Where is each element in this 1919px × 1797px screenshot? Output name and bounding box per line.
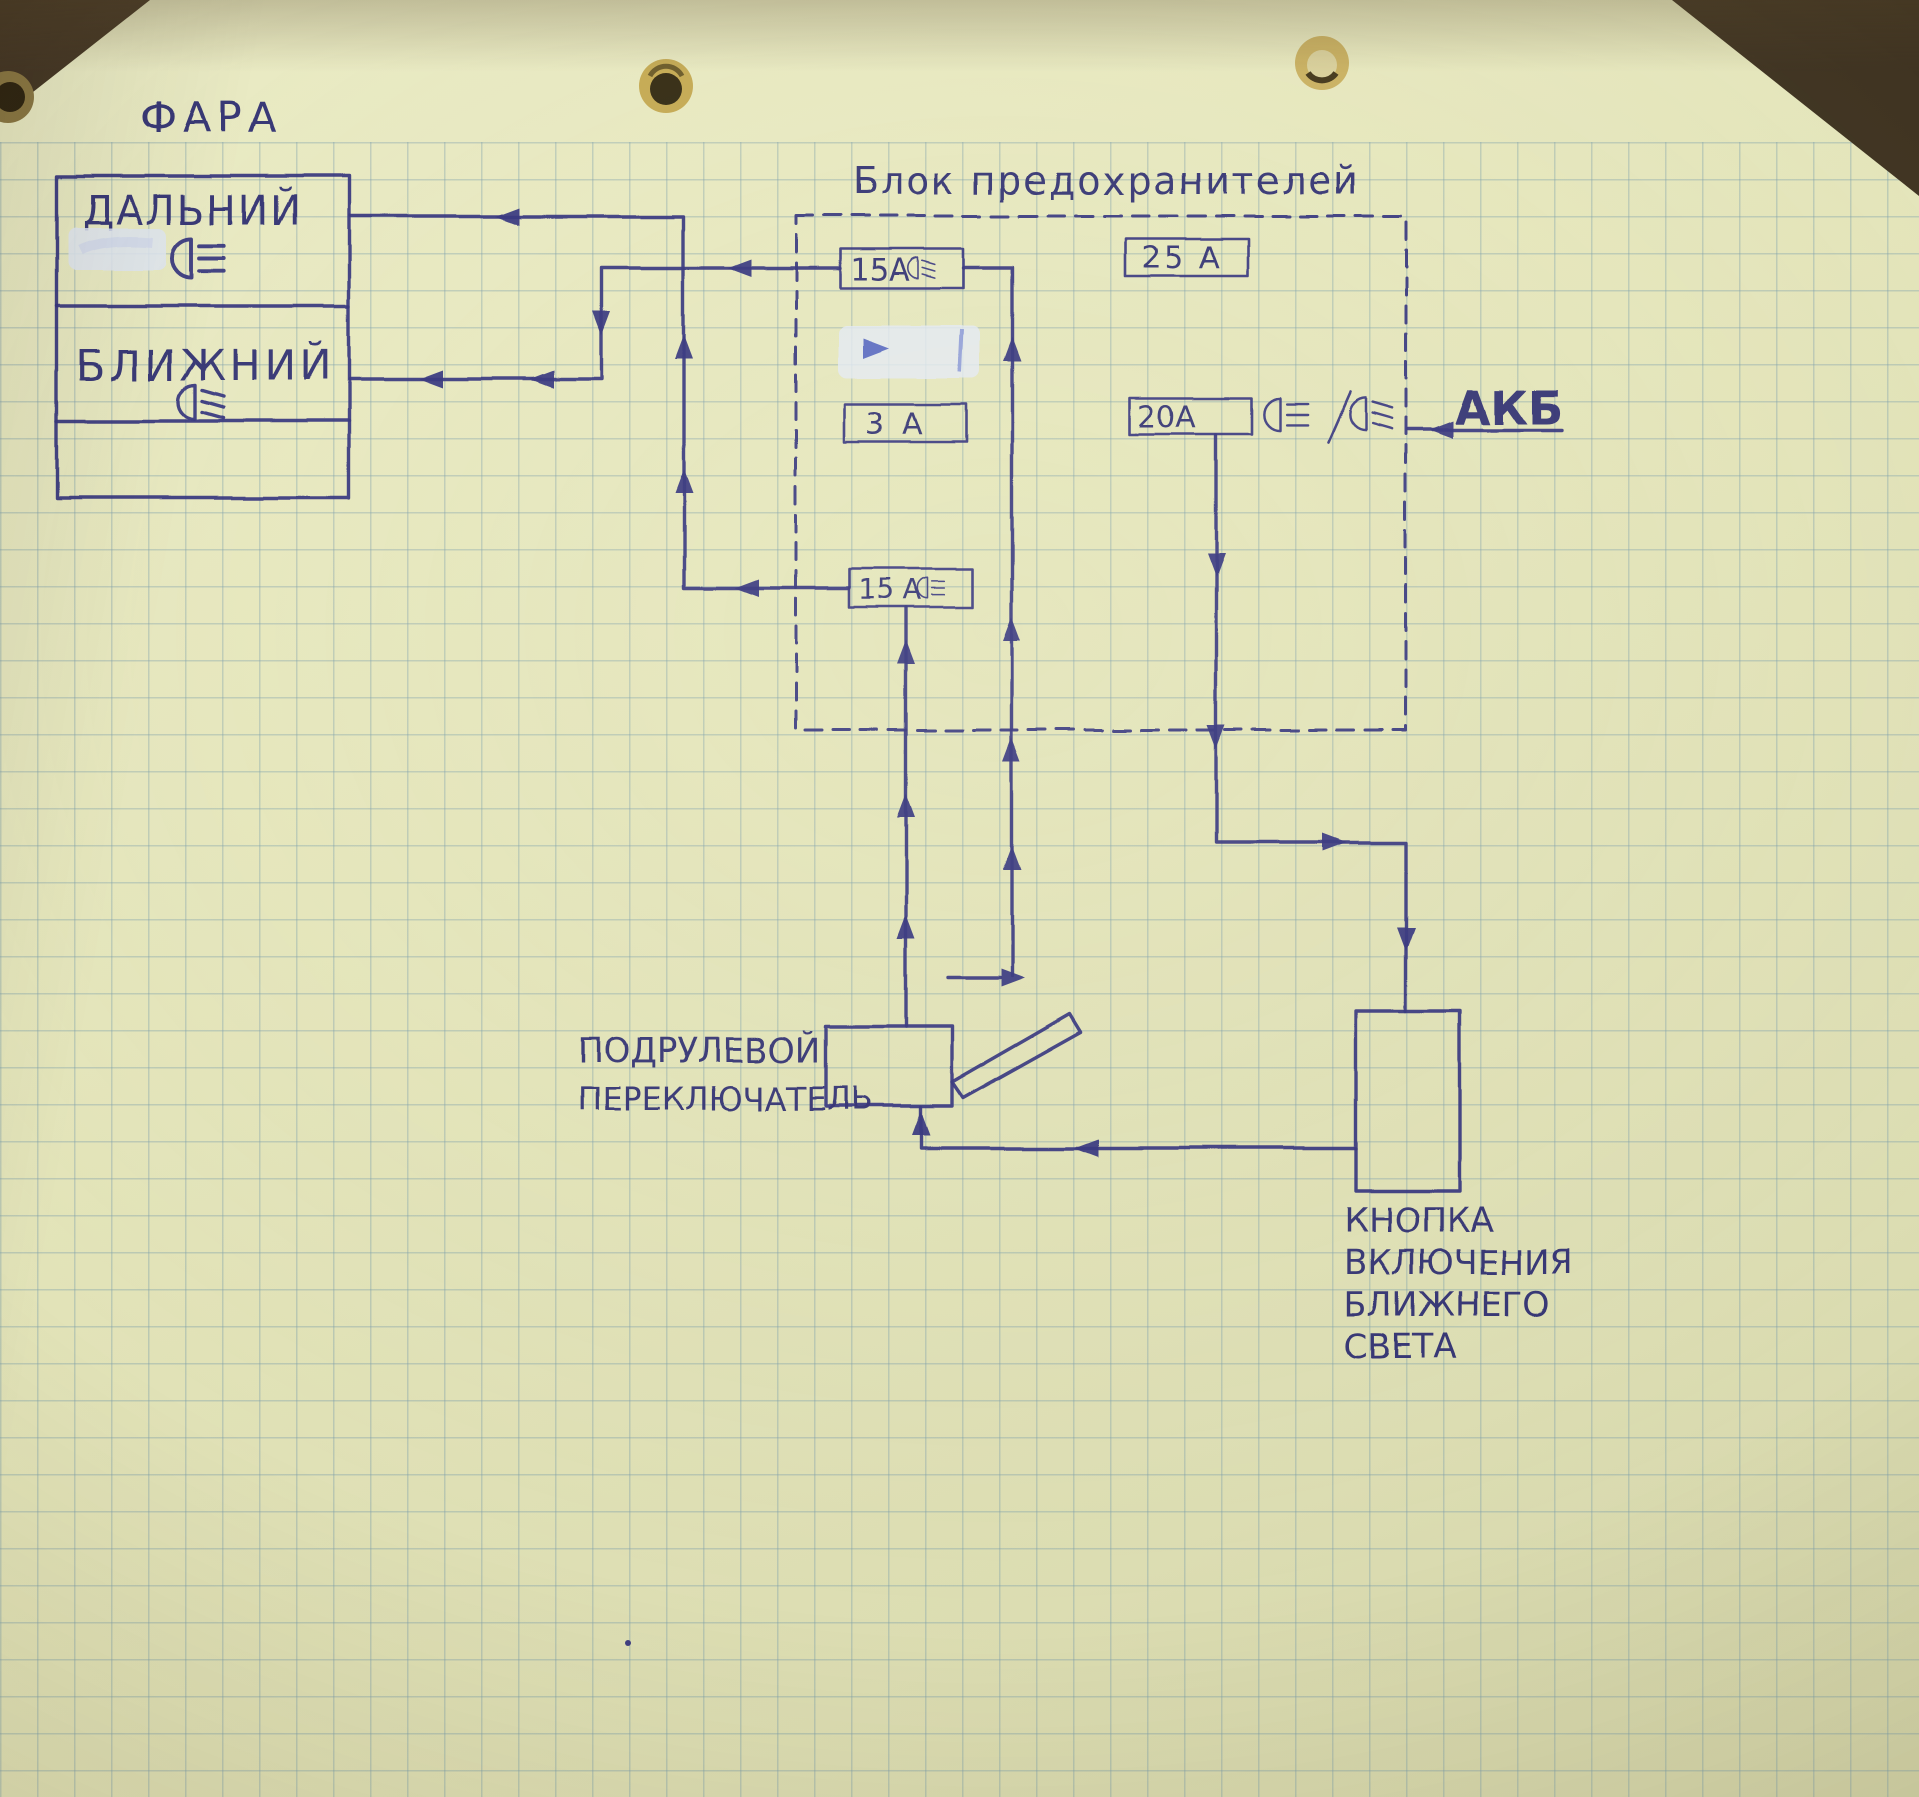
arrowhead [1003,847,1021,871]
column-switch-box [824,1024,954,1108]
arrowhead [1323,833,1347,851]
fuse-block-dashed-outline [794,214,1408,732]
whiteout-patch-headlamp [68,228,166,270]
pen-remnant-arrow [862,339,888,359]
low-beam-label: БЛИЖНИЙ [76,340,335,390]
switch-lever [950,1012,1083,1100]
low-beam-button-label: КНОПКА ВКЛЮЧЕНИЯ БЛИЖНЕГО СВЕТА [1344,1201,1573,1367]
high-beam-icon [169,236,226,280]
arrowhead [1207,725,1225,749]
column-switch-label-line1: ПОДРУЛЕВОЙ [578,1030,821,1071]
fuse-15a-high-label: 15 А [858,573,922,606]
photo-background-top-right [1672,0,1919,196]
button-label-line3: БЛИЖНЕГО [1344,1285,1550,1325]
fuse-block: 15А 25 А 3 А 20А 15 А [794,214,1408,732]
arrowhead [1207,553,1225,577]
wire-switch-to-low-fuse [961,266,1021,978]
battery-label: АКБ [1455,381,1563,435]
high-beam-icon [1264,396,1310,432]
fuse-15a-low-label: 15А [851,253,910,288]
button-label-line2: ВКЛЮЧЕНИЯ [1344,1243,1573,1283]
arrowhead [1429,421,1453,439]
button-label-line1: КНОПКА [1344,1201,1493,1241]
fuse-15a-high: 15 А [847,567,975,609]
low-beam-icon [907,257,936,279]
wire-low-beam-feed [348,259,843,388]
arrowhead [419,370,443,388]
button-label-line4: СВЕТА [1344,1327,1457,1367]
arrowhead [897,915,915,939]
arrowhead [675,335,693,359]
punch-hole-left [0,71,34,123]
graph-paper-grid [0,142,1919,1797]
battery-terminal: АКБ [1264,381,1563,444]
arrowhead [735,579,759,597]
high-beam-label: ДАЛЬНИЙ [82,186,302,234]
arrowhead [592,311,610,335]
wire-button-to-switch [912,1105,1358,1157]
arrowhead [727,259,751,277]
arrowhead [897,793,915,817]
punch-hole-center [639,59,693,113]
fuse-3a-label: 3 А [866,407,927,442]
fuse-25a-label: 25 А [1142,241,1222,276]
arrowhead [675,469,693,493]
arrowhead [1003,337,1021,361]
arrowhead [897,639,915,663]
pen-remnant-line [958,329,964,373]
fuse-20a: 20А [1127,396,1255,436]
fuse-block-title-label: Блок предохранителей [852,159,1360,203]
wire-high-beam-feed [348,207,851,597]
ink-speck [625,1640,631,1646]
whiteout-patch-fuse-block [838,326,980,378]
high-beam-icon [917,577,946,599]
arrowhead [1397,927,1415,951]
arrowhead [1003,737,1021,761]
arrowhead [1003,617,1021,641]
slash-mark [1326,390,1352,444]
fuse-15a-low: 15А [839,247,965,290]
arrowhead [495,207,519,225]
photo-background-top-left [0,0,150,118]
arrowhead [530,370,554,388]
arrowhead [1075,1139,1099,1157]
punch-holes [0,36,1349,123]
ink-layer: ДАЛЬНИЙ БЛИЖНИЙ ФАРА Блок предохранителе… [55,93,1573,1646]
headlamp-box: ДАЛЬНИЙ БЛИЖНИЙ [55,174,351,500]
arrowhead [912,1111,930,1135]
column-switch-label-line2: ПЕРЕКЛЮЧАТЕЛЬ [578,1080,873,1118]
fuse-20a-label: 20А [1137,400,1196,435]
fuse-25a: 25 А [1124,237,1250,278]
arrowhead [1001,969,1025,987]
low-beam-icon [1348,396,1394,432]
wire-battery-feed [1406,421,1564,439]
headlamp-title-label: ФАРА [140,93,283,142]
punch-hole-right [1295,36,1349,90]
fuse-3a: 3 А [842,402,968,444]
column-switch [824,969,1083,1108]
wire-20a-to-button [1207,433,1415,1013]
low-beam-button-box [1354,1009,1462,1193]
headlamp-outline [55,174,351,500]
wire-switch-to-high-fuse [897,606,915,1028]
low-beam-icon [176,383,225,421]
